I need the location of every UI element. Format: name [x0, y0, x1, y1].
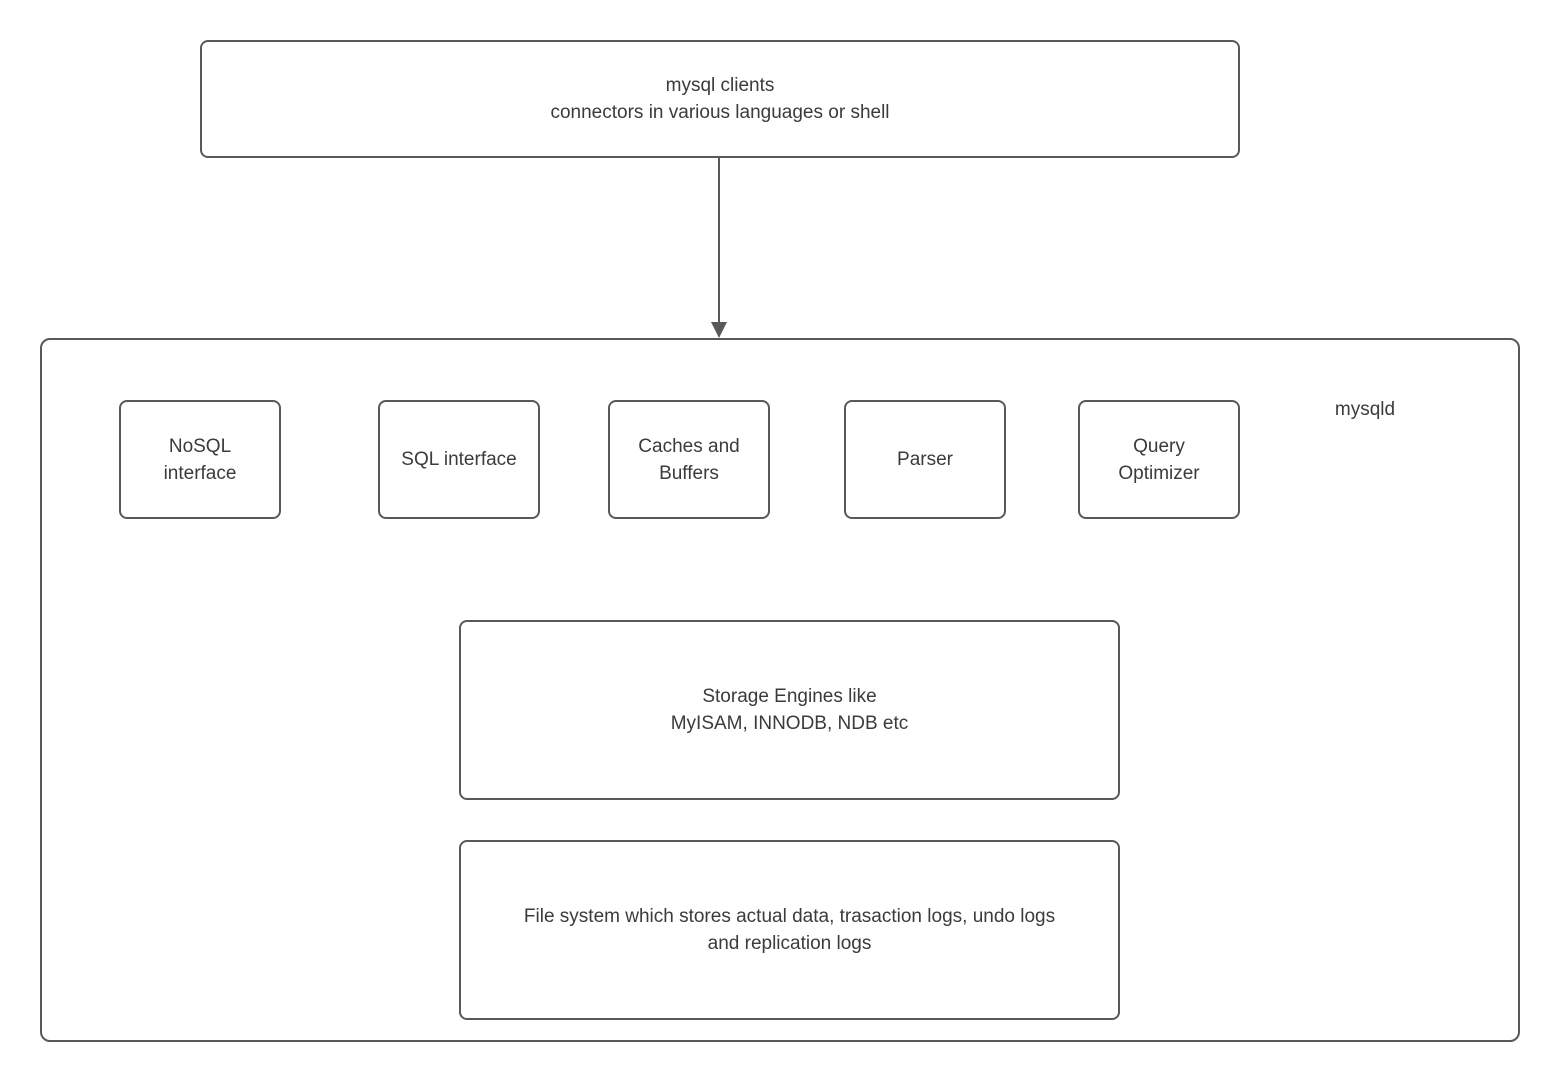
caches-and-buffers-box: Caches and Buffers	[608, 400, 770, 519]
nosql-interface-label: NoSQL interface	[163, 435, 237, 484]
storage-engines-line-1: Storage Engines like	[702, 686, 877, 707]
mysql-clients-box: mysql clients connectors in various lang…	[200, 40, 1240, 158]
query-optimizer-label: Query Optimizer	[1118, 435, 1200, 484]
file-system-line-2: and replication logs	[707, 933, 872, 954]
file-system-box: File system which stores actual data, tr…	[459, 840, 1120, 1020]
client-to-mysqld-arrow-line	[718, 158, 720, 324]
sql-interface-box: SQL interface	[378, 400, 540, 519]
storage-engines-box: Storage Engines like MyISAM, INNODB, NDB…	[459, 620, 1120, 800]
parser-box: Parser	[844, 400, 1006, 519]
mysql-clients-line-1: mysql clients	[665, 75, 775, 96]
file-system-line-1: File system which stores actual data, tr…	[523, 906, 1056, 927]
sql-interface-label: SQL interface	[401, 449, 517, 470]
storage-engines-line-2: MyISAM, INNODB, NDB etc	[670, 713, 909, 734]
mysql-clients-line-2: connectors in various languages or shell	[550, 102, 890, 123]
parser-label: Parser	[897, 449, 953, 470]
caches-and-buffers-label: Caches and Buffers	[638, 435, 740, 484]
nosql-interface-box: NoSQL interface	[119, 400, 281, 519]
query-optimizer-box: Query Optimizer	[1078, 400, 1240, 519]
mysqld-label: mysqld	[1334, 399, 1396, 420]
client-to-mysqld-arrow-head-icon	[711, 322, 727, 338]
